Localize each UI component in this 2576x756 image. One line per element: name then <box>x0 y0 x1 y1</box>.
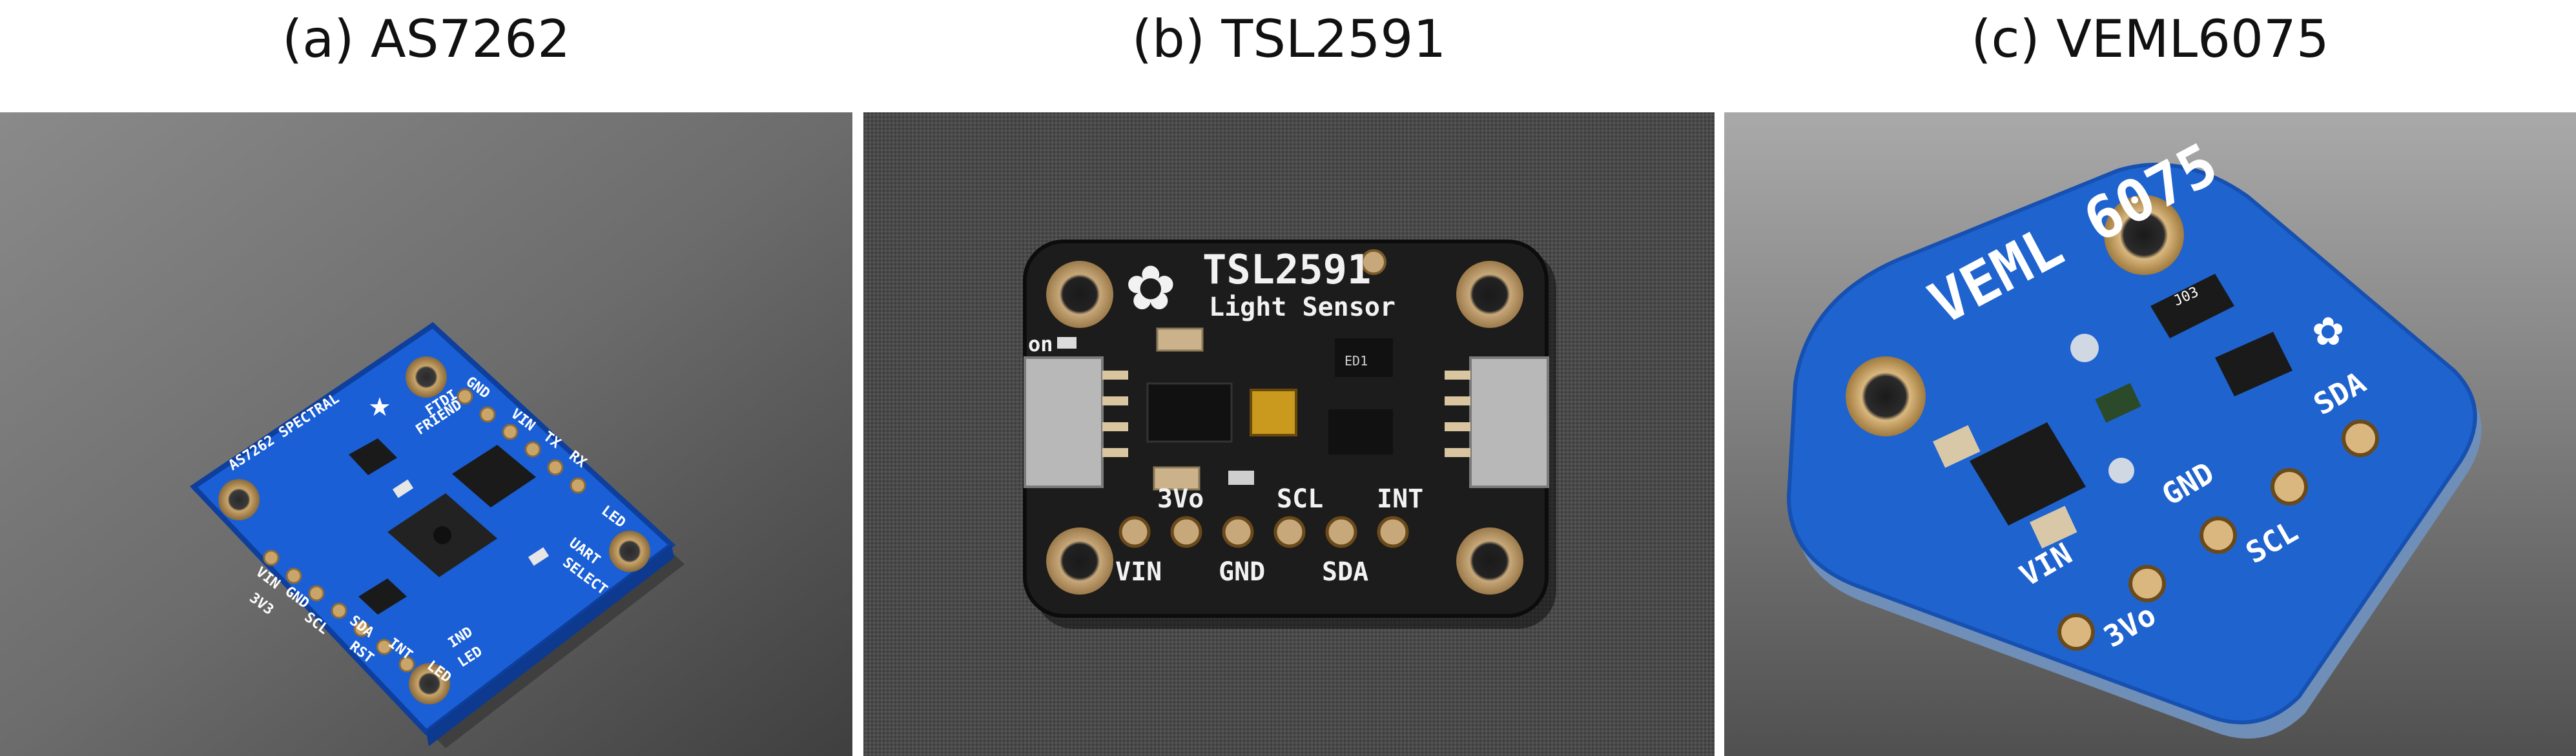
star-logo-icon: ★ <box>368 393 391 422</box>
stemma-connector-right <box>1469 356 1549 488</box>
pin-label: SDA <box>1322 557 1368 587</box>
capacitor <box>392 479 414 498</box>
light-sensor-chip <box>1250 389 1297 436</box>
mounting-hole <box>2104 195 2184 275</box>
pin-label: SCL <box>1277 484 1323 514</box>
pin-pads <box>263 549 415 673</box>
test-pad <box>2108 458 2134 484</box>
pin-label: VIN <box>1115 557 1162 587</box>
mounting-hole <box>1046 261 1113 328</box>
chip <box>358 578 407 615</box>
veml6075-photo: VEML 6075 J03 ✿ VIN 3Vo GND SCL SDA <box>1724 112 2576 756</box>
header-pins <box>1118 516 1409 548</box>
on-led-label: on <box>1028 332 1053 356</box>
caption-b: (b) TSL2591 <box>1131 9 1447 69</box>
pcb-board <box>1786 163 2477 724</box>
capacitor <box>1153 466 1200 491</box>
uv-sensor-chip <box>2095 383 2141 423</box>
caption-c: (c) VEML6075 <box>1971 9 2329 69</box>
sensor-aperture <box>433 526 451 544</box>
capacitor <box>2030 506 2077 549</box>
voltage-regulator <box>1970 422 2086 526</box>
board-edge <box>426 545 674 746</box>
chip <box>1328 409 1393 455</box>
mounting-hole <box>609 531 650 572</box>
test-pad <box>2070 334 2099 362</box>
capacitor <box>1933 425 1981 468</box>
chip <box>2150 274 2234 338</box>
pin-label: 3Vo <box>1157 484 1204 514</box>
power-led <box>1057 337 1077 349</box>
resistor <box>1228 471 1254 485</box>
pin-pads-top <box>457 388 586 494</box>
chip <box>452 445 536 507</box>
board-subtitle-label: Light Sensor <box>1209 292 1396 322</box>
photo-panel-c: VEML 6075 J03 ✿ VIN 3Vo GND SCL SDA <box>1724 112 2576 756</box>
chip <box>2215 332 2293 396</box>
mounting-hole <box>1456 261 1523 328</box>
mounting-hole <box>1846 356 1926 436</box>
header-pins <box>2057 420 2379 651</box>
capacitor <box>1156 327 1204 352</box>
pin-label: GND <box>1219 557 1265 587</box>
pin-label: INT <box>1377 484 1423 514</box>
mounting-hole <box>406 356 447 398</box>
star-logo-icon: ✿ <box>1125 253 1177 324</box>
stemma-connector-left <box>1024 356 1104 488</box>
connector-pins <box>1102 371 1470 457</box>
mounting-hole <box>1456 527 1523 595</box>
mounting-hole <box>218 479 260 520</box>
photo-panel-a: AS7262 SPECTRAL VIN 3V3 GND SCL SDA RST … <box>0 112 852 756</box>
led-component <box>528 547 550 566</box>
caption-a: (a) AS7262 <box>282 9 570 69</box>
chip <box>349 438 397 475</box>
photo-panel-b: ✿ TSL2591 Light Sensor on ED1 <box>863 112 1715 756</box>
board-title-label: TSL2591 <box>1202 246 1371 293</box>
star-logo-icon: ✿ <box>2312 309 2344 354</box>
mounting-hole <box>1046 527 1113 595</box>
mounting-hole <box>409 663 450 704</box>
small-pad <box>1361 249 1386 275</box>
chip <box>1335 338 1393 377</box>
tsl2591-photo: ✿ TSL2591 Light Sensor on ED1 <box>863 112 1715 756</box>
as7262-photo: AS7262 SPECTRAL VIN 3V3 GND SCL SDA RST … <box>0 112 852 756</box>
voltage-regulator <box>1146 382 1233 443</box>
chip-label: ED1 <box>1345 353 1368 369</box>
